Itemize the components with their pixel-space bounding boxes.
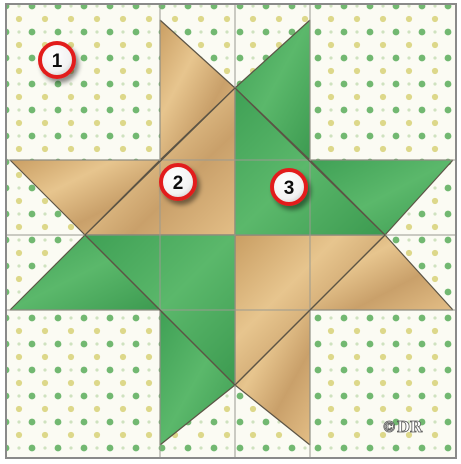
marker-1: 1	[40, 43, 74, 77]
marker-3-label: 3	[284, 178, 295, 199]
signature-watermark: ©DR	[382, 418, 423, 436]
marker-3: 3	[272, 170, 306, 204]
marker-2: 2	[161, 165, 195, 199]
marker-2-label: 2	[173, 173, 184, 194]
marker-1-label: 1	[52, 51, 63, 72]
